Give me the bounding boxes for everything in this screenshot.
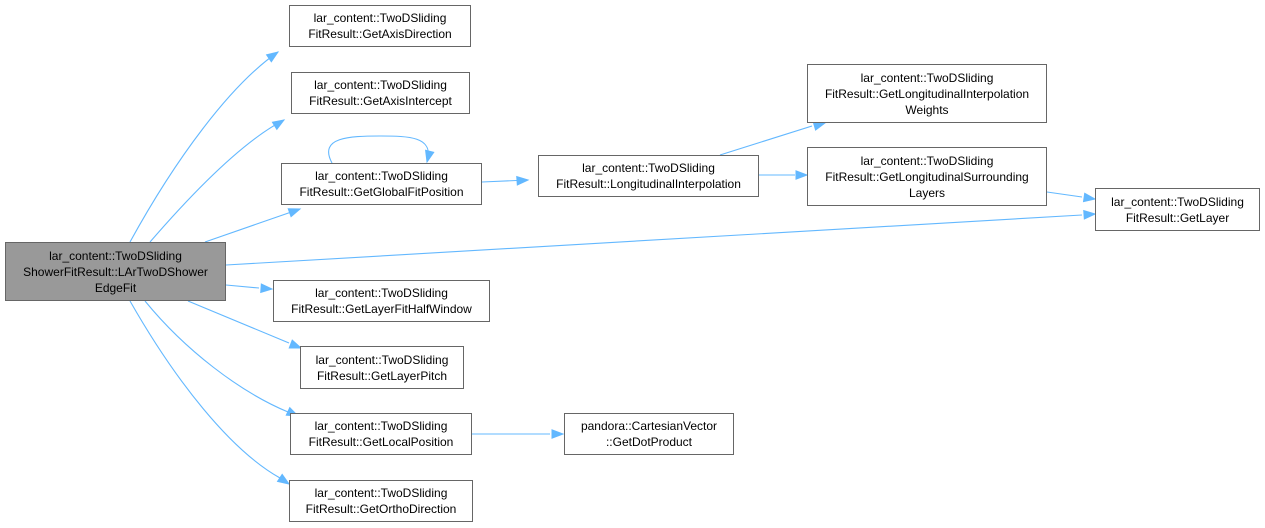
node-line: FitResult::GetOrthoDirection [305,502,457,516]
edge-root-to-ortho-direction [129,300,281,479]
node-line: FitResult::LongitudinalInterpolation [556,177,741,191]
edge-root-to-global-fit [204,208,301,243]
edge-root-to-axis-intercept-arrowhead [271,119,286,131]
edge-root-to-getlayer [225,214,1083,266]
node-line: Layers [908,185,946,200]
node-line: FitResult::GetLocalPosition [308,435,454,449]
edge-root-to-getlayer-arrowhead [1083,209,1097,220]
edge-root-to-axis-direction [129,51,279,243]
node-line: lar_content::TwoDSliding [314,78,447,92]
node-get-global-fit-position[interactable]: lar_content::TwoDSliding FitResult::GetG… [281,163,482,205]
edge-root-to-axis-intercept [149,119,285,243]
node-get-longitudinal-surrounding-layers[interactable]: lar_content::TwoDSliding FitResult::GetL… [807,147,1047,206]
edge-longinterp-to-weights [719,125,813,156]
node-line: lar_content::TwoDSliding [315,352,449,367]
node-get-layer[interactable]: lar_content::TwoDSliding FitResult::GetL… [1095,188,1260,231]
edge-local-position-to-dot-product-arrowhead [551,429,565,439]
node-line: lar_content::TwoDSliding [315,286,448,300]
node-line: lar_content::TwoDSliding [860,153,994,168]
node-line: ShowerFitResult::LArTwoDShower [23,264,208,279]
node-line: EdgeFit [94,280,137,295]
node-line: lar_content::TwoDSliding [582,161,715,175]
node-line: lar_content::TwoDSliding [49,248,182,263]
node-line: pandora::CartesianVector [580,419,718,433]
node-line: FitResult::GetLongitudinalInterpolation [824,86,1030,101]
edge-root-to-global-fit-arrowhead [287,208,302,218]
edge-root-to-layer-pitch [187,300,290,344]
node-get-axis-intercept[interactable]: lar_content::TwoDSliding FitResult::GetA… [291,72,470,114]
edge-root-to-half-window-arrowhead [260,283,274,294]
node-get-ortho-direction[interactable]: lar_content::TwoDSliding FitResult::GetO… [289,480,473,522]
edge-global-fit-self-arrowhead [425,149,435,164]
node-line: FitResult::GetLayerFitHalfWindow [291,302,472,316]
edge-global-fit-self [328,135,429,164]
node-get-longitudinal-interpolation-weights[interactable]: lar_content::TwoDSliding FitResult::GetL… [807,64,1047,123]
node-get-local-position[interactable]: lar_content::TwoDSliding FitResult::GetL… [290,413,472,455]
node-line: lar_content::TwoDSliding [860,70,994,85]
node-line: lar_content::TwoDSliding [313,11,447,25]
node-line: Weights [905,102,949,117]
edge-root-to-axis-direction-arrowhead [265,51,280,63]
node-line: FitResult::GetLayerPitch [316,368,448,383]
edge-global-fit-to-longitudinal-interp-arrowhead [516,175,530,186]
edge-surrounding-to-getlayer [1046,191,1083,198]
node-line: lar_content::TwoDSliding [315,169,448,183]
node-line: FitResult::GetLongitudinalSurrounding [825,169,1029,184]
node-line: FitResult::GetAxisDirection [308,27,452,41]
node-line: FitResult::GetGlobalFitPosition [299,185,464,199]
edge-root-to-half-window [225,284,260,289]
node-line: lar_content::TwoDSliding [314,419,448,433]
node-line: ::GetDotProduct [605,435,693,449]
edge-longinterp-to-surrounding-arrowhead [795,170,809,180]
node-get-axis-direction[interactable]: lar_content::TwoDSliding FitResult::GetA… [289,5,471,47]
edge-root-to-local-position [144,300,289,413]
node-line: lar_content::TwoDSliding [314,486,448,500]
node-line: FitResult::GetLayer [1125,210,1230,225]
node-root-larTwoDShowerEdgeFit[interactable]: lar_content::TwoDSliding ShowerFitResult… [5,242,226,301]
node-line: FitResult::GetAxisIntercept [309,94,452,108]
edge-root-to-ortho-direction-arrowhead [276,473,291,485]
node-get-layer-pitch[interactable]: lar_content::TwoDSliding FitResult::GetL… [300,346,464,389]
edge-root-to-layer-pitch-arrowhead [288,339,303,349]
node-longitudinal-interpolation[interactable]: lar_content::TwoDSliding FitResult::Long… [538,155,759,197]
edge-surrounding-to-getlayer-arrowhead [1082,192,1097,203]
node-get-layer-fit-half-window[interactable]: lar_content::TwoDSliding FitResult::GetL… [273,280,490,322]
node-line: lar_content::TwoDSliding [1111,194,1244,209]
node-get-dot-product[interactable]: pandora::CartesianVector ::GetDotProduct [564,413,734,455]
edge-longinterp-to-weights-arrowhead [812,121,827,131]
